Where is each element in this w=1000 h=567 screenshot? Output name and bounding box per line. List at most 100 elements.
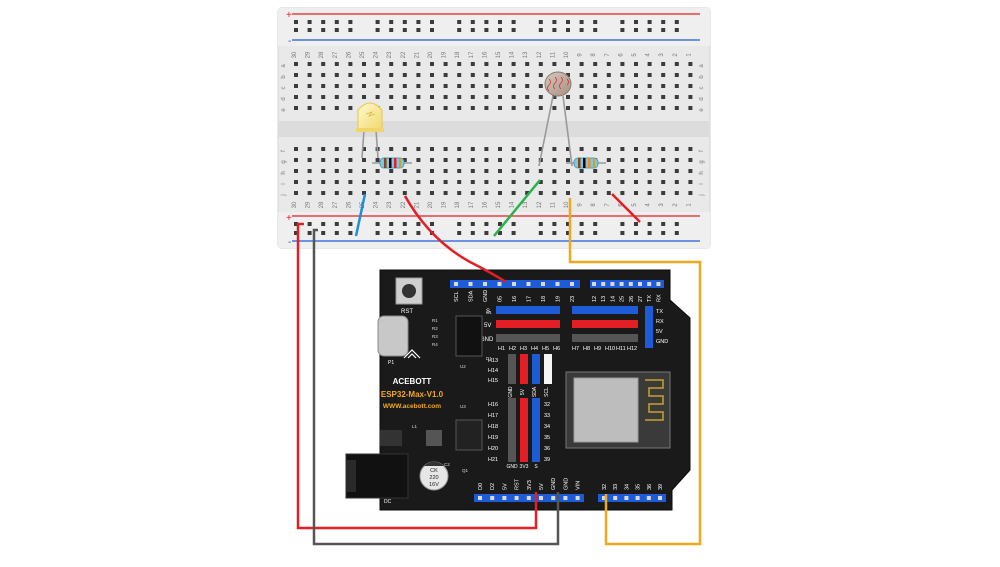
breadboard-hole (307, 106, 312, 110)
breadboard-hole (566, 62, 570, 66)
breadboard-hole (647, 73, 652, 77)
header-pin (541, 282, 545, 286)
header-pin (602, 496, 606, 500)
column-number: 9 (578, 53, 584, 57)
led-body (357, 102, 383, 131)
column-number: 29 (306, 201, 312, 208)
analog-pin-label: 34 (544, 424, 550, 430)
breadboard-hole (457, 106, 462, 110)
breadboard-hole (457, 73, 462, 77)
breadboard-hole (321, 222, 326, 226)
breadboard-hole (620, 62, 625, 66)
breadboard-holes (294, 20, 693, 235)
breadboard-hole (661, 95, 666, 99)
breadboard-hole (661, 231, 666, 235)
breadboard-hole (375, 20, 380, 24)
column-number: 13 (523, 201, 529, 208)
breadboard-hole (498, 222, 502, 226)
breadboard-hole (511, 62, 516, 66)
breadboard-hole (661, 106, 666, 110)
regulator-chip (455, 419, 483, 451)
breadboard-hole (688, 147, 693, 151)
breadboard-hole (525, 106, 530, 110)
breadboard-hole (321, 191, 326, 195)
breadboard-hole (566, 20, 570, 24)
column-number: 5 (632, 53, 638, 57)
header-pin (478, 496, 482, 500)
breadboard-hole (511, 191, 516, 195)
breadboard-hole (362, 169, 366, 173)
breadboard-hole (457, 20, 462, 24)
silkscreen-label: R2 (432, 326, 438, 331)
header-pin (610, 282, 615, 286)
header-pin (502, 496, 507, 500)
breadboard-hole (674, 222, 679, 226)
breadboard-hole (620, 222, 625, 226)
breadboard-hole (389, 222, 394, 226)
breadboard-hole (457, 222, 462, 226)
column-number: 17 (469, 51, 475, 58)
breadboard-hole (661, 73, 666, 77)
breadboard-hole (498, 62, 502, 66)
breadboard-hole (443, 62, 448, 66)
breadboard-hole (375, 158, 380, 162)
breadboard-hole (538, 95, 543, 99)
column-number: 9 (578, 203, 584, 207)
reset-label: RST (401, 309, 413, 315)
header-pin-label: 35 (636, 484, 642, 490)
breadboard-hole (321, 169, 326, 173)
column-number: 7 (605, 53, 611, 57)
header-pin (635, 496, 640, 500)
wire-gray-ground (312, 228, 560, 546)
header-pin-label: TX (647, 295, 653, 302)
analog-pin-label: 36 (544, 446, 550, 452)
breadboard-hole (579, 180, 584, 184)
breadboard-hole (334, 231, 339, 235)
capacitor-label: 16V (429, 482, 439, 488)
wire-blue-jumper (354, 193, 367, 237)
breadboard-hole (538, 231, 543, 235)
breadboard-hole (307, 147, 312, 151)
breadboard-hole (566, 28, 570, 32)
breadboard-hole (416, 62, 421, 66)
bottom-header-right (598, 494, 666, 502)
breadboard-hole (647, 84, 652, 88)
column-number: 20 (428, 51, 434, 58)
breadboard-hole (389, 180, 394, 184)
breadboard-hole (321, 28, 326, 32)
breadboard-hole (307, 222, 312, 226)
breadboard-hole (661, 147, 666, 151)
breadboard-hole (620, 147, 625, 151)
wire-red-led-signal (403, 195, 507, 284)
breadboard-hole (647, 62, 652, 66)
header-pin (551, 496, 556, 500)
breadboard-hole (498, 147, 502, 151)
breadboard-hole (606, 84, 611, 88)
breadboard-hole (620, 28, 625, 32)
breadboard-hole (620, 84, 625, 88)
silkscreen-label: R1 (432, 318, 438, 323)
breadboard-hole (511, 106, 516, 110)
column-number: 26 (346, 201, 352, 208)
column-number: 12 (537, 201, 543, 208)
breadboard-hole (416, 73, 421, 77)
servo-port-label: H8 (583, 346, 590, 352)
breadboard-hole (634, 28, 638, 32)
breadboard-hole (634, 147, 638, 151)
column-number: 28 (319, 51, 325, 58)
i2c-col-label: GND (508, 386, 514, 398)
header-pin-label: 5V (539, 483, 545, 490)
row-letter: b (699, 75, 705, 79)
breadboard-hole (511, 84, 516, 88)
breadboard-hole (552, 231, 557, 235)
silkscreen-label: R4 (432, 342, 438, 347)
silkscreen-label: U3 (460, 404, 466, 409)
breadboard-hole (688, 106, 693, 110)
brand-name: ACEBOTT (393, 377, 432, 386)
breadboard-hole (674, 231, 679, 235)
breadboard-hole (334, 180, 339, 184)
header-pin-label: GND (483, 290, 489, 302)
breadboard-hole (593, 84, 598, 88)
analog-pin-label: 33 (544, 413, 550, 419)
breadboard-hole (511, 158, 516, 162)
